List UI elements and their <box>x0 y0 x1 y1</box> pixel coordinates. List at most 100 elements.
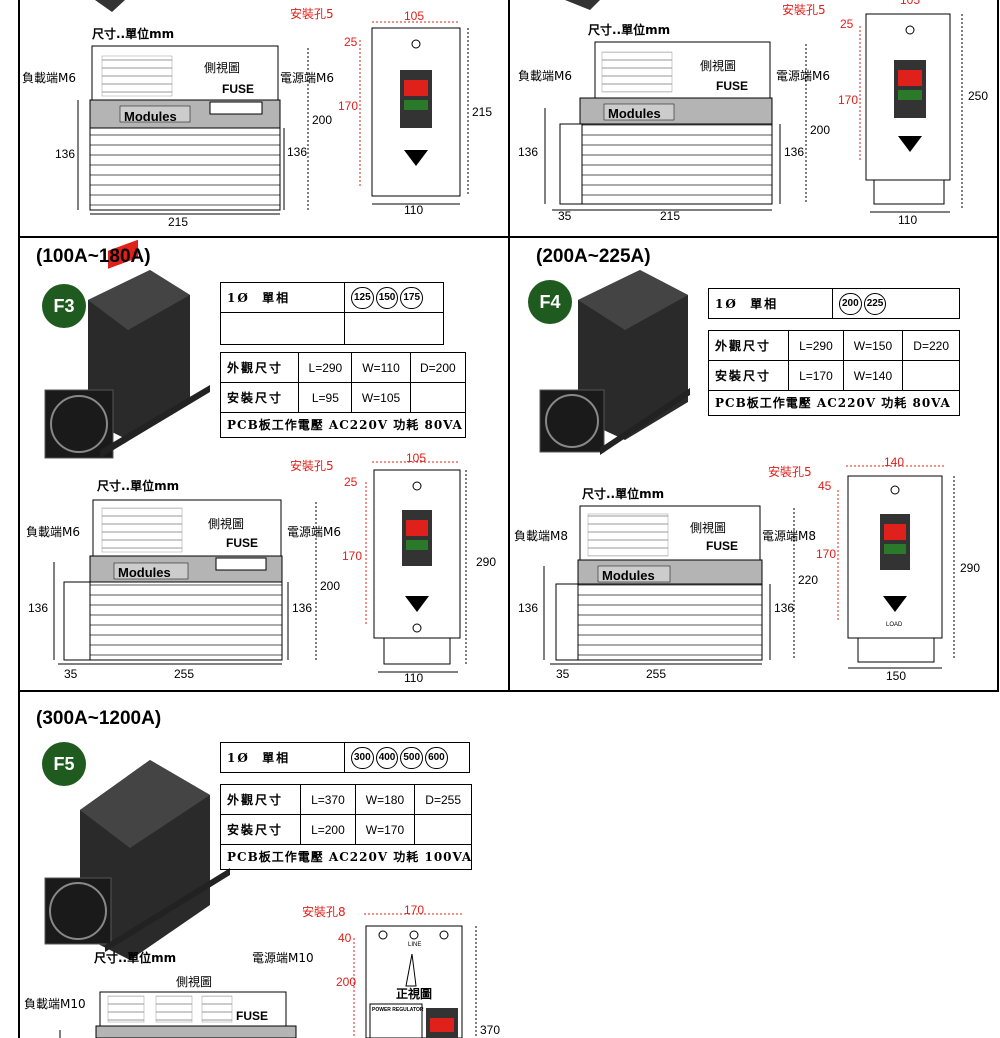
f5-load-term: 負載端M10 <box>24 997 86 1011</box>
f4-mount-l: L=170 <box>788 360 844 391</box>
f1-heat-h: 136 <box>55 147 75 161</box>
f4-hole-off: 45 <box>818 479 832 493</box>
f1-front-view: 安裝孔5 105 25 170 215 110 <box>290 6 492 217</box>
amp-rating: 600 <box>425 746 448 769</box>
fuse-label: FUSE <box>236 1009 268 1023</box>
f3-outer-l: L=290 <box>298 352 353 383</box>
f2-h: 250 <box>968 89 988 103</box>
f3-front-view: 安裝孔5 105 25 170 290 110 <box>290 451 496 685</box>
f5-outer-w: W=180 <box>354 784 416 815</box>
f3-outer-w: W=110 <box>351 352 411 383</box>
f5-outer-l: L=370 <box>300 784 356 815</box>
f4-fan-w: 35 <box>556 667 570 681</box>
f3-bottom-w: 110 <box>404 671 423 685</box>
f3-load-term: 負載端M6 <box>26 525 80 539</box>
f2-heat-h2: 136 <box>784 145 804 159</box>
f3-heat-h: 136 <box>28 601 48 615</box>
fuse-label: FUSE <box>716 79 748 93</box>
mount-size-label: 安裝尺寸 <box>219 382 300 413</box>
f3-range-heading: (100A~180A) <box>36 246 151 267</box>
f3-top-w: 105 <box>406 451 426 465</box>
outer-size-label: 外觀尺寸 <box>707 330 790 361</box>
unit-label: 尺寸..單位mm <box>97 478 179 493</box>
f4-source-term: 電源端M8 <box>762 529 816 543</box>
f2-hole-off: 25 <box>840 17 854 31</box>
unit-label: 尺寸..單位mm <box>92 26 174 41</box>
f4-mount-w: W=140 <box>842 360 904 391</box>
f3-heat-h2: 136 <box>292 601 312 615</box>
f1-body-h: 200 <box>312 113 332 127</box>
amp-rating: 200 <box>839 292 862 315</box>
f4-outer-w: W=150 <box>842 330 904 361</box>
f4-mount-h: 170 <box>816 547 836 561</box>
f3-h: 290 <box>476 555 496 569</box>
f1-load-term: 負載端M6 <box>22 71 76 85</box>
f3-fan-w: 35 <box>64 667 78 681</box>
mount-size-label: 安裝尺寸 <box>219 814 302 845</box>
f5-outer-d: D=255 <box>414 784 472 815</box>
modules-label: Modules <box>124 109 177 124</box>
modules-label: Modules <box>608 106 661 121</box>
f4-product-photo <box>539 270 690 455</box>
f3-hole-off: 25 <box>344 475 358 489</box>
f1-hole-off: 25 <box>344 35 358 49</box>
f5-mount-hole: 安裝孔8 <box>302 904 346 919</box>
amp-rating: 300 <box>351 746 374 769</box>
f2-front-view: 安裝孔5 105 25 170 250 110 <box>782 0 988 227</box>
grid-line <box>18 0 20 238</box>
f2-source-term: 電源端M6 <box>776 69 830 83</box>
f3-mount-w: W=105 <box>351 382 411 413</box>
f5-hole-off: 40 <box>338 931 352 945</box>
f4-outer-l: L=290 <box>788 330 844 361</box>
f5-mount-l: L=200 <box>300 814 356 845</box>
f2-fan-w: 35 <box>558 209 572 223</box>
f4-len: 255 <box>646 667 666 681</box>
fuse-label: FUSE <box>226 536 258 550</box>
amp-rating: 225 <box>863 292 887 315</box>
amp-rating: 150 <box>375 286 399 309</box>
f2-side-view: 尺寸..單位mm 側視圖 Modules FUSE 負載端M6 電源端M6 13… <box>518 22 830 223</box>
f3-badge: F3 <box>42 284 86 328</box>
modules-label: Modules <box>602 568 655 583</box>
f3-body-h: 200 <box>320 579 340 593</box>
front-view-label: 正視圖 <box>396 986 432 1001</box>
f3-mount-h: 170 <box>342 549 362 563</box>
f4-load-term: 負載端M8 <box>514 529 568 543</box>
side-view-label: 側視圖 <box>690 520 726 535</box>
amp-rating: 175 <box>400 286 424 309</box>
f4-outer-d: D=220 <box>902 330 960 361</box>
f5-mount-h: 200 <box>336 975 356 989</box>
f2-bottom-w: 110 <box>898 213 917 227</box>
product-photo-fragment <box>95 0 125 12</box>
f3-dim-table: 外觀尺寸 L=290 W=110 D=200 安裝尺寸 L=95 W=105 <box>219 352 467 413</box>
f4-range-heading: (200A~225A) <box>536 246 651 267</box>
f5-pcb-spec: PCB板工作電壓 AC220V 功耗 100VA <box>220 844 472 870</box>
grid-line <box>997 0 999 690</box>
load-label: LOAD <box>886 622 903 628</box>
unit-label: 尺寸..單位mm <box>94 950 176 965</box>
f4-heat-h2: 136 <box>774 601 794 615</box>
phase-cell: 1Ø 單相 <box>220 282 345 313</box>
f2-load-term: 負載端M6 <box>518 69 572 83</box>
f5-top-w: 170 <box>404 903 424 917</box>
f1-source-term: 電源端M6 <box>280 71 334 85</box>
f5-source-term: 電源端M10 <box>252 951 314 965</box>
f5-dim-table: 外觀尺寸 L=370 W=180 D=255 安裝尺寸 L=200 W=170 <box>219 784 472 845</box>
f5-mount-w: W=170 <box>354 814 416 845</box>
f3-pcb-spec: PCB板工作電壓 AC220V 功耗 80VA <box>220 412 466 438</box>
f1-heat-h2: 136 <box>287 145 307 159</box>
f1-mount-hole: 安裝孔5 <box>290 6 334 21</box>
f2-mount-h: 170 <box>838 93 858 107</box>
f3-mount-l: L=95 <box>298 382 353 413</box>
phase-cell: 1Ø 單相 <box>220 742 345 773</box>
grid-line <box>18 236 20 1038</box>
f3-source-term: 電源端M6 <box>287 525 341 539</box>
